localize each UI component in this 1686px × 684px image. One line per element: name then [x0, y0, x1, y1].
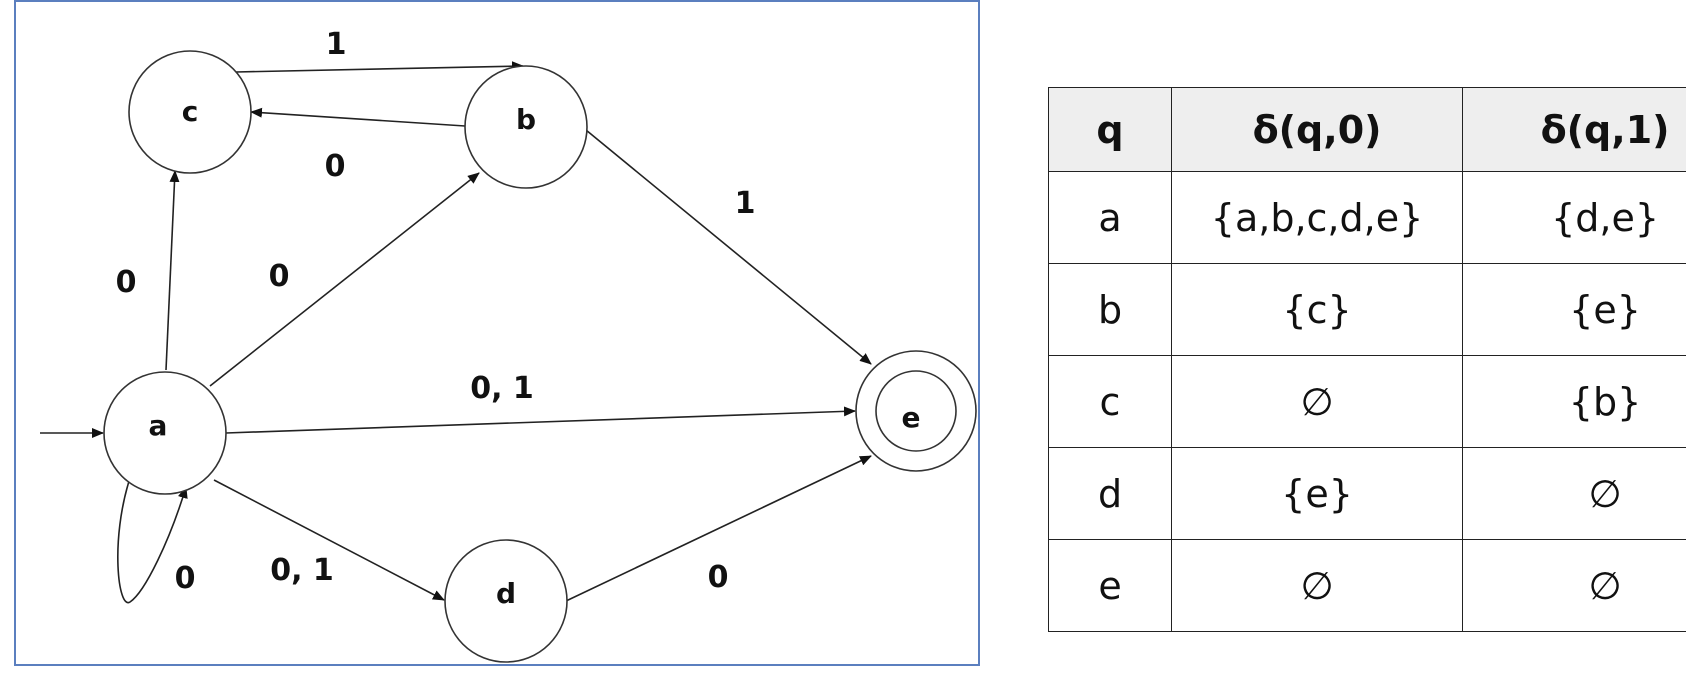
edge-b-c-label: 0 [325, 149, 346, 184]
state-d-label: d [496, 577, 516, 610]
edge-a-c [165, 170, 180, 371]
cell-on-1: {d,e} [1462, 171, 1686, 264]
edge-a-a-loop [117, 477, 188, 604]
header-delta-0: δ(q,0) [1171, 87, 1464, 172]
edge-d-e [565, 455, 872, 602]
edge-d-e-label: 0 [708, 560, 729, 595]
edge-c-b [235, 61, 524, 73]
nfa-diagram: c b a d e 1 0 1 0 0 0, 1 0 0, 1 0 [40, 27, 977, 663]
cell-on-1: {e} [1462, 263, 1686, 356]
state-a: a [103, 371, 227, 495]
cell-on-1: {b} [1462, 355, 1686, 448]
cell-state: e [1047, 539, 1173, 632]
header-delta-1: δ(q,1) [1462, 87, 1686, 172]
edge-a-e-label: 0, 1 [470, 371, 534, 406]
table-row: b {c} {e} [1047, 263, 1686, 356]
cell-on-0: ∅ [1171, 539, 1464, 632]
table-row: a {a,b,c,d,e} {d,e} [1047, 171, 1686, 264]
cell-state: a [1047, 171, 1173, 264]
edge-a-d-label: 0, 1 [270, 553, 334, 588]
edge-a-b [209, 172, 480, 387]
table-row: c ∅ {b} [1047, 355, 1686, 448]
edge-b-e [585, 129, 872, 365]
cell-on-0: ∅ [1171, 355, 1464, 448]
state-e-label: e [902, 401, 921, 434]
state-c: c [128, 50, 252, 174]
state-e: e [855, 350, 977, 472]
cell-state: d [1047, 447, 1173, 540]
edge-b-c [250, 107, 466, 127]
state-d: d [444, 539, 568, 663]
cell-on-0: {c} [1171, 263, 1464, 356]
edge-a-c-label: 0 [116, 265, 137, 300]
table-row: e ∅ ∅ [1047, 539, 1686, 632]
header-q: q [1047, 87, 1173, 172]
edge-a-b-label: 0 [269, 259, 290, 294]
transition-table: q δ(q,0) δ(q,1) a {a,b,c,d,e} {d,e} b {c… [1047, 87, 1686, 632]
table-header-row: q δ(q,0) δ(q,1) [1047, 87, 1686, 172]
edge-a-d [213, 479, 445, 601]
state-a-label: a [149, 409, 168, 442]
cell-state: c [1047, 355, 1173, 448]
edge-c-b-label: 1 [326, 27, 347, 62]
state-b: b [464, 65, 588, 189]
cell-on-0: {e} [1171, 447, 1464, 540]
edge-b-e-label: 1 [735, 186, 756, 221]
edge-a-e [225, 406, 856, 434]
state-c-label: c [182, 95, 199, 128]
table-row: d {e} ∅ [1047, 447, 1686, 540]
cell-on-0: {a,b,c,d,e} [1171, 171, 1464, 264]
cell-on-1: ∅ [1462, 539, 1686, 632]
cell-state: b [1047, 263, 1173, 356]
transition-table-container: q δ(q,0) δ(q,1) a {a,b,c,d,e} {d,e} b {c… [1047, 87, 1686, 632]
cell-on-1: ∅ [1462, 447, 1686, 540]
state-b-label: b [516, 103, 536, 136]
edge-a-a-label: 0 [175, 561, 196, 596]
